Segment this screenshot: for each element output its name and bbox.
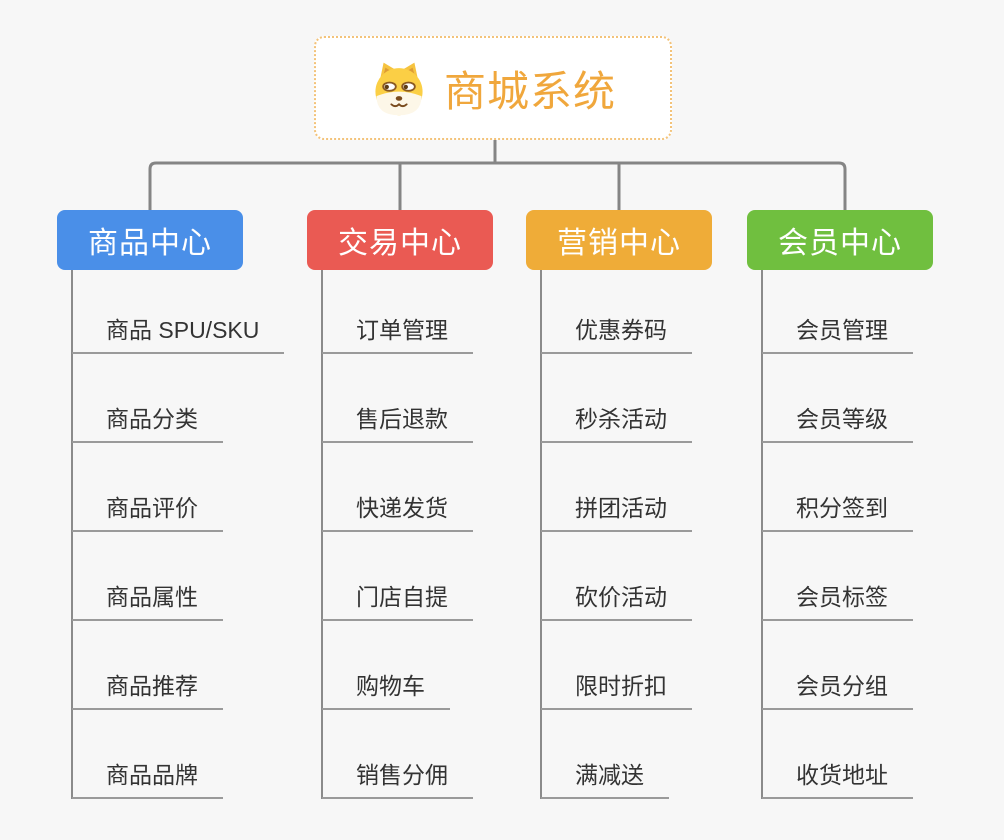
leaf-item[interactable]: 限时折扣 xyxy=(541,668,692,710)
branch-trunk-line xyxy=(761,270,763,799)
leaf-item-label: 砍价活动 xyxy=(575,584,667,610)
branch-trunk-line xyxy=(71,270,73,799)
leaf-item-label: 秒杀活动 xyxy=(575,406,667,432)
leaf-item[interactable]: 商品分类 xyxy=(72,401,223,443)
branch-column-3: 营销中心 优惠券码秒杀活动拼团活动砍价活动限时折扣满减送 xyxy=(526,210,776,810)
branch-header[interactable]: 交易中心 xyxy=(307,210,493,270)
branch-trunk-line xyxy=(540,270,542,799)
leaf-item[interactable]: 满减送 xyxy=(541,757,669,799)
branch-column-2: 交易中心 订单管理售后退款快递发货门店自提购物车销售分佣 xyxy=(307,210,557,810)
leaf-item-label: 会员标签 xyxy=(796,584,888,610)
leaf-item-label: 满减送 xyxy=(575,762,644,788)
leaf-item[interactable]: 积分签到 xyxy=(762,490,913,532)
leaf-item[interactable]: 砍价活动 xyxy=(541,579,692,621)
leaf-item[interactable]: 秒杀活动 xyxy=(541,401,692,443)
leaf-item-label: 商品品牌 xyxy=(106,762,198,788)
branch-column-1: 商品中心 商品 SPU/SKU 商品分类商品评价商品属性商品推荐商品品牌 xyxy=(57,210,307,810)
leaf-item-label: 门店自提 xyxy=(356,584,448,610)
leaf-item-label: 会员等级 xyxy=(796,406,888,432)
leaf-item-label: 商品属性 xyxy=(106,584,198,610)
leaf-item[interactable]: 商品 SPU/SKU xyxy=(72,312,285,354)
leaf-item[interactable]: 商品评价 xyxy=(72,490,223,532)
leaf-item-label: 商品推荐 xyxy=(106,673,198,699)
leaf-item-label: 会员分组 xyxy=(796,673,888,699)
branch-header[interactable]: 营销中心 xyxy=(526,210,712,270)
leaf-item[interactable]: 门店自提 xyxy=(322,579,473,621)
leaf-item[interactable]: 商品品牌 xyxy=(72,757,223,799)
leaf-item-label: 会员管理 xyxy=(796,317,888,343)
leaf-item[interactable]: 会员分组 xyxy=(762,668,913,710)
leaf-item-label: 拼团活动 xyxy=(575,495,667,521)
leaf-item[interactable]: 销售分佣 xyxy=(322,757,473,799)
leaf-item-label: 销售分佣 xyxy=(356,762,448,788)
root-title: 商城系统 xyxy=(443,67,616,115)
leaf-item[interactable]: 购物车 xyxy=(322,668,450,710)
leaf-item-label: 积分签到 xyxy=(796,495,888,521)
root-node[interactable]: 商城系统 xyxy=(314,36,672,140)
branch-trunk-line xyxy=(321,270,323,799)
leaf-item-label: 购物车 xyxy=(356,673,425,699)
leaf-item[interactable]: 会员管理 xyxy=(762,312,913,354)
leaf-item[interactable]: 会员等级 xyxy=(762,401,913,443)
leaf-item[interactable]: 商品推荐 xyxy=(72,668,223,710)
leaf-item[interactable]: 收货地址 xyxy=(762,757,913,799)
leaf-item-label: 订单管理 xyxy=(356,317,448,343)
leaf-item[interactable]: 订单管理 xyxy=(322,312,473,354)
leaf-item-label: 商品分类 xyxy=(106,406,198,432)
leaf-item-label: 收货地址 xyxy=(796,762,888,788)
branch-header[interactable]: 商品中心 xyxy=(57,210,243,270)
leaf-item-label: 优惠券码 xyxy=(575,317,667,343)
leaf-item[interactable]: 快递发货 xyxy=(322,490,473,532)
leaf-item-label: 限时折扣 xyxy=(575,673,667,699)
leaf-item-label: 商品 SPU/SKU xyxy=(106,317,260,343)
leaf-item[interactable]: 商品属性 xyxy=(72,579,223,621)
leaf-item[interactable]: 优惠券码 xyxy=(541,312,692,354)
doge-icon xyxy=(370,59,428,117)
branch-header[interactable]: 会员中心 xyxy=(747,210,933,270)
leaf-item[interactable]: 售后退款 xyxy=(322,401,473,443)
leaf-item-label: 售后退款 xyxy=(356,406,448,432)
leaf-item-label: 快递发货 xyxy=(356,495,448,521)
leaf-item-label: 商品评价 xyxy=(106,495,198,521)
leaf-item[interactable]: 拼团活动 xyxy=(541,490,692,532)
branch-column-4: 会员中心 会员管理会员等级积分签到会员标签会员分组收货地址 xyxy=(747,210,997,810)
leaf-item[interactable]: 会员标签 xyxy=(762,579,913,621)
